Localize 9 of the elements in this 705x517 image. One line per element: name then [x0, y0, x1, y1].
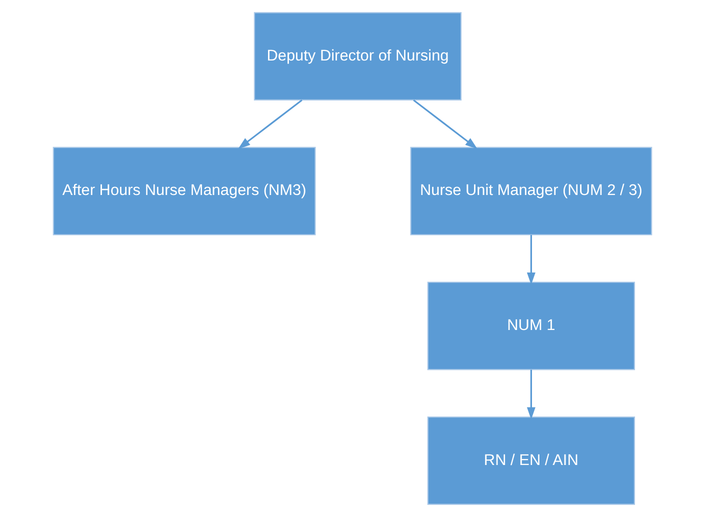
node-box: NUM 1	[427, 282, 636, 370]
arrow	[238, 99, 302, 149]
arrow	[413, 99, 478, 149]
node-box: Deputy Director of Nursing	[254, 12, 462, 101]
arrow	[526, 370, 536, 420]
node-box: Nurse Unit Manager (NUM 2 / 3)	[410, 146, 652, 236]
arrow	[526, 234, 536, 285]
node-box: RN / EN / AIN	[427, 416, 636, 505]
node-box: After Hours Nurse Managers (NM3)	[52, 146, 316, 236]
